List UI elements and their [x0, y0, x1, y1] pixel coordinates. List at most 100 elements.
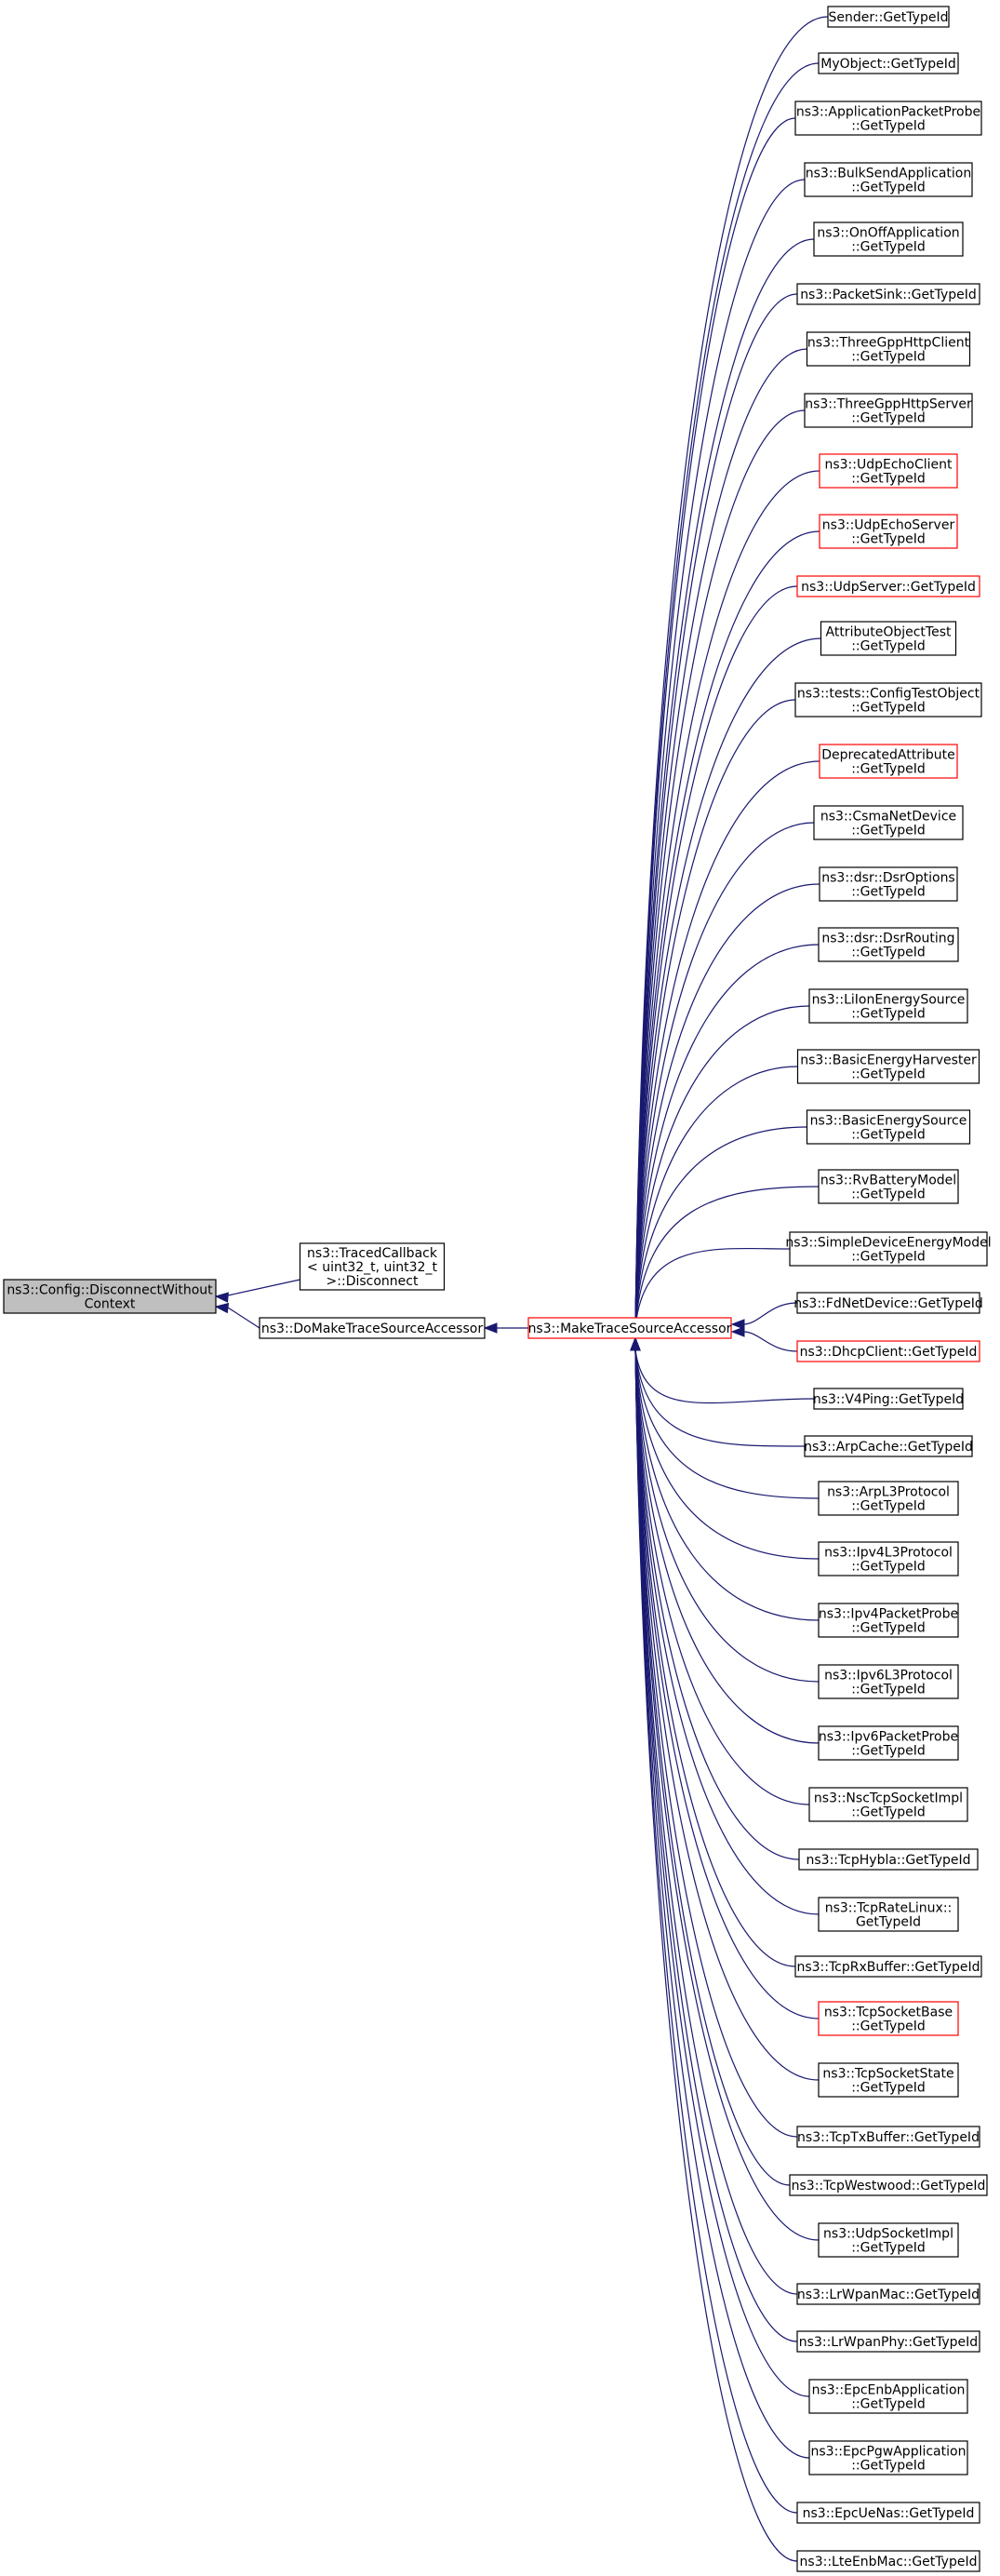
node-ns3-basicenergysource-gettypeid[interactable]: ns3::BasicEnergySource::GetTypeId [806, 1109, 971, 1145]
edge-ns3-csmanetdevice-gettypeid-to-hub [634, 822, 815, 1328]
edge-traced-to-root-arrowhead [214, 1292, 229, 1303]
node-ns3-epcpgwapplication-gettypeid[interactable]: ns3::EpcPgwApplication::GetTypeId [808, 2440, 968, 2475]
node-ns3-arpl3protocol-gettypeid-label: ::GetTypeId [851, 1499, 926, 1514]
edge-ns3-tcpratelinux-gettypeid-to-hub [634, 1348, 820, 1915]
node-ns3-liionenergysource-gettypeid[interactable]: ns3::LiIonEnergySource::GetTypeId [808, 988, 968, 1024]
node-ns3-v4ping-gettypeid-label: ns3::V4Ping::GetTypeId [813, 1392, 964, 1407]
node-ns3-fdnetdevice-gettypeid[interactable]: ns3::FdNetDevice::GetTypeId [793, 1292, 983, 1314]
node-ns3-dsr-dsrrouting-gettypeid[interactable]: ns3::dsr::DsrRouting::GetTypeId [818, 927, 959, 962]
node-ns3-udpechoclient-gettypeid[interactable]: ns3::UdpEchoClient::GetTypeId [819, 453, 958, 489]
node-traced-callback-disconnect[interactable]: ns3::TracedCallback< uint32_t, uint32_t>… [299, 1242, 446, 1291]
node-ns3-tcpsocketstate-gettypeid[interactable]: ns3::TcpSocketState::GetTypeId [818, 2062, 959, 2098]
node-ns3-arpl3protocol-gettypeid[interactable]: ns3::ArpL3Protocol::GetTypeId [818, 1481, 959, 1516]
edge-ns3-lteenbmac-gettypeid-to-hub [634, 1348, 798, 2562]
node-do-make-trace-source-accessor[interactable]: ns3::DoMakeTraceSourceAccessor [259, 1317, 486, 1339]
node-ns3-epcuenas-gettypeid-label: ns3::EpcUeNas::GetTypeId [803, 2506, 975, 2521]
node-ns3-tcpwestwood-gettypeid-box [789, 2174, 988, 2196]
node-ns3-bulksendapplication-gettypeid[interactable]: ns3::BulkSendApplication::GetTypeId [804, 162, 973, 197]
edge-ns3-epcenbapplication-gettypeid-to-hub [634, 1348, 810, 2397]
node-attributeobjecttest-gettypeid[interactable]: AttributeObjectTest::GetTypeId [820, 621, 957, 656]
node-sender-gettypeid-label: Sender::GetTypeId [829, 10, 949, 25]
node-ns3-arpcache-gettypeid-label: ns3::ArpCache::GetTypeId [804, 1440, 973, 1455]
node-ns3-rvbatterymodel-gettypeid-label: ns3::RvBatteryModel [820, 1174, 956, 1188]
node-ns3-tcpsocketbase-gettypeid-label: ns3::TcpSocketBase [824, 2006, 953, 2020]
edge-ns3-udpserver-gettypeid-to-hub [634, 585, 798, 1328]
node-ns3-nsctcpsocketimpl-gettypeid[interactable]: ns3::NscTcpSocketImpl::GetTypeId [808, 1787, 968, 1822]
node-ns3-rvbatterymodel-gettypeid[interactable]: ns3::RvBatteryModel::GetTypeId [818, 1169, 959, 1204]
node-make-trace-source-accessor[interactable]: ns3::MakeTraceSourceAccessor [527, 1317, 732, 1339]
edge-ns3-epcuenas-gettypeid-to-hub [634, 1348, 798, 2514]
node-myobject-gettypeid[interactable]: MyObject::GetTypeId [818, 52, 959, 74]
node-ns3-csmanetdevice-gettypeid[interactable]: ns3::CsmaNetDevice::GetTypeId [813, 805, 964, 840]
node-ns3-tcpsocketbase-gettypeid-label: ::GetTypeId [851, 2019, 926, 2034]
edge-sender-gettypeid-to-hub [634, 16, 829, 1328]
node-ns3-tcprxbuffer-gettypeid[interactable]: ns3::TcpRxBuffer::GetTypeId [794, 1955, 982, 1978]
node-ns3-simpledeviceenergymodel-gettypeid-label: ns3::SimpleDeviceEnergyModel [785, 1236, 991, 1251]
node-ns3-bulksendapplication-gettypeid-box [804, 162, 973, 197]
node-ns3-bulksendapplication-gettypeid-label: ::GetTypeId [851, 181, 926, 195]
node-ns3-packetsink-gettypeid[interactable]: ns3::PacketSink::GetTypeId [796, 283, 980, 305]
node-ns3-tcpratelinux-gettypeid[interactable]: ns3::TcpRateLinux::GetTypeId [818, 1897, 959, 1932]
edge-ns3-tcpwestwood-gettypeid-to-hub [634, 1348, 791, 2186]
node-myobject-gettypeid-label: MyObject::GetTypeId [820, 57, 956, 72]
edge-ns3-ipv4l3protocol-gettypeid-to-hub [634, 1348, 820, 1560]
node-ns3-tcphybla-gettypeid-box [798, 1848, 979, 1871]
node-ns3-threegpphttpclient-gettypeid-box [806, 331, 971, 367]
node-ns3-epcenbapplication-gettypeid-box [808, 2379, 968, 2414]
node-ns3-basicenergysource-gettypeid-box [806, 1109, 971, 1145]
node-ns3-udpsocketimpl-gettypeid[interactable]: ns3::UdpSocketImpl::GetTypeId [818, 2222, 959, 2258]
node-ns3-threegpphttpserver-gettypeid-label: ::GetTypeId [851, 411, 926, 426]
node-ns3-dsr-dsroptions-gettypeid[interactable]: ns3::dsr::DsrOptions::GetTypeId [819, 866, 958, 902]
node-ns3-tcptxbuffer-gettypeid[interactable]: ns3::TcpTxBuffer::GetTypeId [796, 2126, 980, 2148]
node-ns3-lrwpanmac-gettypeid[interactable]: ns3::LrWpanMac::GetTypeId [796, 2283, 980, 2305]
node-ns3-v4ping-gettypeid[interactable]: ns3::V4Ping::GetTypeId [813, 1388, 964, 1410]
node-ns3-tcpwestwood-gettypeid[interactable]: ns3::TcpWestwood::GetTypeId [789, 2174, 988, 2196]
node-ns3-applicationpacketprobe-gettypeid-label: ::GetTypeId [851, 119, 926, 134]
node-ns3-epcuenas-gettypeid[interactable]: ns3::EpcUeNas::GetTypeId [796, 2502, 980, 2524]
node-ns3-ipv6l3protocol-gettypeid[interactable]: ns3::Ipv6L3Protocol::GetTypeId [818, 1664, 959, 1699]
edge-ns3-udpechoclient-gettypeid-to-hub [634, 470, 820, 1328]
node-ns3-ipv6packetprobe-gettypeid[interactable]: ns3::Ipv6PacketProbe::GetTypeId [818, 1725, 959, 1761]
node-ns3-udpechoserver-gettypeid[interactable]: ns3::UdpEchoServer::GetTypeId [819, 514, 958, 549]
node-ns3-dhcpclient-gettypeid[interactable]: ns3::DhcpClient::GetTypeId [796, 1340, 980, 1362]
node-sender-gettypeid[interactable]: Sender::GetTypeId [827, 6, 950, 28]
node-deprecatedattribute-gettypeid-label: DeprecatedAttribute [821, 748, 954, 763]
node-deprecatedattribute-gettypeid[interactable]: DeprecatedAttribute::GetTypeId [819, 744, 958, 779]
node-ns3-tcpsocketbase-gettypeid[interactable]: ns3::TcpSocketBase::GetTypeId [818, 2001, 959, 2036]
node-ns3-onoffapplication-gettypeid-label: ns3::OnOffApplication [817, 226, 959, 241]
node-ns3-ipv6packetprobe-gettypeid-label: ns3::Ipv6PacketProbe [819, 1730, 958, 1745]
edge-ns3-applicationpacketprobe-gettypeid-to-hub [634, 117, 796, 1328]
edge-ns3-fdnetdevice-gettypeid-to-hub [742, 1302, 798, 1325]
node-ns3-onoffapplication-gettypeid[interactable]: ns3::OnOffApplication::GetTypeId [813, 221, 964, 257]
node-ns3-simpledeviceenergymodel-gettypeid-box [789, 1231, 988, 1267]
edge-ns3-ipv6l3protocol-gettypeid-to-hub [634, 1348, 820, 1683]
node-ns3-ipv4l3protocol-gettypeid[interactable]: ns3::Ipv4L3Protocol::GetTypeId [818, 1541, 959, 1576]
node-ns3-onoffapplication-gettypeid-label: ::GetTypeId [851, 240, 926, 255]
node-ns3-tcphybla-gettypeid[interactable]: ns3::TcpHybla::GetTypeId [798, 1848, 979, 1871]
node-ns3-udpserver-gettypeid[interactable]: ns3::UdpServer::GetTypeId [796, 575, 980, 597]
node-ns3-lrwpanphy-gettypeid[interactable]: ns3::LrWpanPhy::GetTypeId [796, 2330, 980, 2353]
edge-traced-to-root [227, 1279, 300, 1296]
node-ns3-ipv4l3protocol-gettypeid-label: ::GetTypeId [851, 1560, 926, 1575]
edge-ns3-lteenbmac-gettypeid-to-hub-arrowhead [630, 1336, 641, 1351]
edge-ns3-bulksendapplication-gettypeid-to-hub [634, 179, 806, 1328]
node-ns3-threegpphttpserver-gettypeid[interactable]: ns3::ThreeGppHttpServer::GetTypeId [804, 393, 973, 428]
node-ns3-ipv4packetprobe-gettypeid[interactable]: ns3::Ipv4PacketProbe::GetTypeId [818, 1603, 959, 1638]
edge-ns3-tcpsocketbase-gettypeid-to-hub [634, 1348, 820, 2019]
node-ns3-epcpgwapplication-gettypeid-box [808, 2440, 968, 2475]
node-ns3-applicationpacketprobe-gettypeid[interactable]: ns3::ApplicationPacketProbe::GetTypeId [794, 101, 982, 136]
node-ns3-ipv4l3protocol-gettypeid-box [818, 1541, 959, 1576]
node-ns3-arpcache-gettypeid[interactable]: ns3::ArpCache::GetTypeId [804, 1435, 973, 1457]
node-ns3-epcenbapplication-gettypeid[interactable]: ns3::EpcEnbApplication::GetTypeId [808, 2379, 968, 2414]
node-ns3-lteenbmac-gettypeid[interactable]: ns3::LteEnbMac::GetTypeId [796, 2550, 980, 2572]
node-ns3-arpcache-gettypeid-box [804, 1435, 973, 1457]
node-ns3-basicenergyharvester-gettypeid[interactable]: ns3::BasicEnergyHarvester::GetTypeId [796, 1049, 980, 1084]
node-ns3-simpledeviceenergymodel-gettypeid[interactable]: ns3::SimpleDeviceEnergyModel::GetTypeId [785, 1231, 992, 1267]
node-ns3-arpl3protocol-gettypeid-box [818, 1481, 959, 1516]
node-ns3-tests-configtestobject-gettypeid[interactable]: ns3::tests::ConfigTestObject::GetTypeId [794, 682, 982, 718]
node-ns3-rvbatterymodel-gettypeid-box [818, 1169, 959, 1204]
node-ns3-tcpsocketstate-gettypeid-label: ns3::TcpSocketState [822, 2067, 953, 2082]
node-ns3-threegpphttpclient-gettypeid[interactable]: ns3::ThreeGppHttpClient::GetTypeId [806, 331, 971, 367]
